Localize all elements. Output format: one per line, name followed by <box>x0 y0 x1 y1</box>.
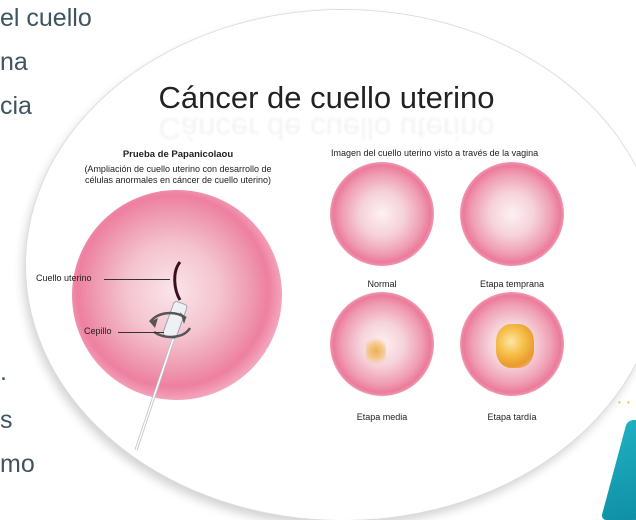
label-cervix: Cuello uterino <box>36 273 92 283</box>
background-text-line-3: cia <box>0 92 32 120</box>
background-text-line-2: na <box>0 48 28 76</box>
pap-test-heading: Prueba de Papanicolaou <box>122 149 234 160</box>
stage-label-late: Etapa tardía <box>487 412 537 422</box>
leader-line-cervix <box>104 279 170 280</box>
pap-subtitle-line-1: (Ampliación de cuello uterino con desarr… <box>84 164 272 174</box>
cervix-os-large <box>173 261 182 301</box>
stage-label-normal: Normal <box>367 279 397 289</box>
cervix-normal <box>330 162 434 266</box>
background-text-line-1: el cuello <box>0 4 92 32</box>
decorative-dots-2: • • <box>618 398 632 407</box>
background-text-line-6: mo <box>0 450 35 478</box>
stage-label-middle: Etapa media <box>356 412 408 422</box>
pap-subtitle-line-2: células anormales en cáncer de cuello ut… <box>84 175 272 185</box>
background-text-line-4: . <box>0 358 7 386</box>
label-brush: Cepillo <box>84 326 112 336</box>
illustration-graphics <box>134 195 516 451</box>
page-title: Cáncer de cuello uterino <box>158 80 495 115</box>
leader-line-brush <box>118 332 164 333</box>
abnormal-cells-middle <box>366 336 386 366</box>
stage-label-early: Etapa temprana <box>479 279 545 289</box>
cervix-early-stage <box>460 162 564 266</box>
vagina-view-heading: Imagen del cuello uterino visto a través… <box>331 148 539 158</box>
background-text-line-5: s <box>0 406 13 434</box>
tumor-late <box>496 324 534 368</box>
